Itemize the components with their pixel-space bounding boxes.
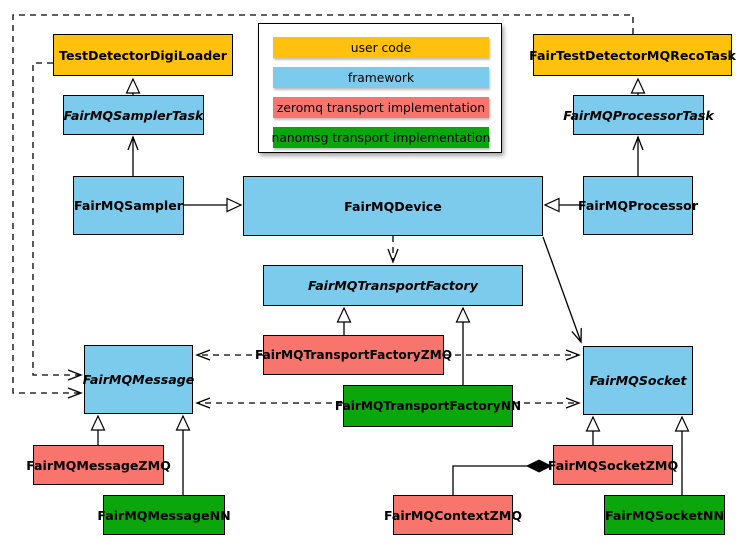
class-box-fairmqmessage: FairMQMessage [82, 345, 195, 414]
class-label-fairmqmessagezmq: FairMQMessageZMQ [26, 457, 171, 473]
legend: user code framework zeromq transport imp… [258, 23, 502, 153]
class-label-fairtestdetectormqrecotask: FairTestDetectorMQRecoTask [529, 47, 736, 63]
class-box-fairmqmessagenn: FairMQMessageNN [97, 495, 231, 535]
class-box-fairmqsamplertask: FairMQSamplerTask [63, 95, 204, 135]
class-label-fairmqsocket: FairMQSocket [589, 373, 687, 388]
arrow-device-socket [542, 236, 582, 344]
class-label-fairmqdevice: FairMQDevice [344, 198, 442, 214]
dependency-recotask-message [12, 14, 634, 399]
class-box-testdetectordigiloader: TestDetectorDigiLoader [53, 34, 233, 76]
class-box-fairmqsampler: FairMQSampler [73, 176, 184, 235]
class-label-fairmqtransportfactorynn: FairMQTransportFactoryNN [334, 399, 522, 413]
class-box-fairmqprocessortask: FairMQProcessorTask [563, 95, 714, 135]
class-box-fairmqmessagezmq: FairMQMessageZMQ [26, 445, 171, 485]
composition-contextzmq-socketzmq [452, 466, 551, 495]
dependency-digiloader-message [32, 62, 83, 381]
class-label-fairmqtransportfactoryzmq: FairMQTransportFactoryZMQ [254, 348, 453, 362]
class-label-fairmqcontextzmq: FairMQContextZMQ [383, 507, 523, 523]
class-box-fairmqsocketzmq: FairMQSocketZMQ [548, 445, 678, 485]
class-label-fairmqtransportfactory: FairMQTransportFactory [308, 278, 478, 293]
class-label-testdetectordigiloader: TestDetectorDigiLoader [59, 47, 227, 63]
class-box-fairmqsocketnn: FairMQSocketNN [604, 495, 725, 535]
class-box-fairmqsocket: FairMQSocket [583, 346, 693, 415]
class-label-fairmqmessage: FairMQMessage [82, 372, 195, 387]
class-label-fairmqsocketzmq: FairMQSocketZMQ [547, 457, 679, 473]
class-box-fairmqprocessor: FairMQProcessor [578, 176, 698, 235]
class-box-fairtestdetectormqrecotask: FairTestDetectorMQRecoTask [529, 34, 736, 76]
class-label-fairmqsocketnn: FairMQSocketNN [605, 507, 724, 523]
class-label-fairmqsampler: FairMQSampler [74, 198, 183, 213]
class-label-fairmqmessagenn: FairMQMessageNN [97, 507, 231, 523]
legend-item-user-code: user code [273, 37, 489, 58]
class-label-fairmqprocessortask: FairMQProcessorTask [563, 107, 714, 123]
legend-item-nanomsg: nanomsg transport implementation [271, 127, 491, 148]
class-label-fairmqsamplertask: FairMQSamplerTask [63, 107, 204, 123]
class-box-fairmqtransportfactoryzmq: FairMQTransportFactoryZMQ [255, 335, 452, 375]
legend-item-zeromq: zeromq transport implementation [273, 97, 489, 118]
class-box-fairmqtransportfactorynn: FairMQTransportFactoryNN [335, 385, 521, 427]
class-label-fairmqprocessor: FairMQProcessor [577, 198, 699, 213]
legend-label-framework: framework [347, 70, 415, 85]
class-box-fairmqtransportfactory: FairMQTransportFactory [263, 265, 523, 306]
class-box-fairmqdevice: FairMQDevice [243, 176, 543, 236]
legend-label-user-code: user code [350, 40, 412, 55]
legend-label-nanomsg: nanomsg transport implementation [271, 130, 491, 145]
class-box-fairmqcontextzmq: FairMQContextZMQ [384, 495, 522, 535]
legend-item-framework: framework [273, 67, 489, 88]
legend-label-zeromq: zeromq transport implementation [276, 100, 486, 115]
